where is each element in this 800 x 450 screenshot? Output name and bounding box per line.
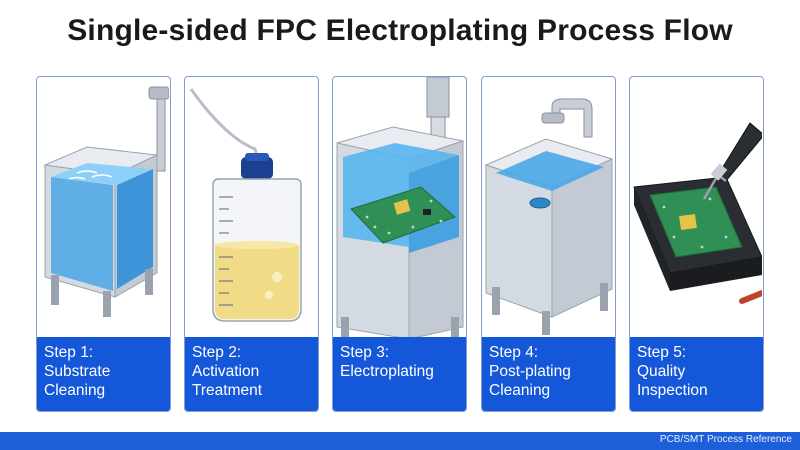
step-3-label: Step 3: bbox=[340, 344, 390, 361]
step-1-caption: Step 1: Substrate Cleaning bbox=[37, 337, 170, 411]
step-1-label: Step 1: bbox=[44, 344, 94, 361]
step-2-card: Step 2: Activation Treatment bbox=[184, 76, 319, 412]
step-5-name-line1: Quality bbox=[637, 363, 686, 380]
step-4-name-line2: Cleaning bbox=[489, 382, 551, 399]
step-4-label: Step 4: bbox=[489, 344, 539, 361]
step-5-name-line2: Inspection bbox=[637, 382, 708, 399]
step-3-caption: Step 3: Electroplating bbox=[333, 337, 466, 411]
inspection-probe-icon bbox=[633, 122, 762, 304]
activation-bottle-icon bbox=[189, 88, 302, 322]
rinse-tank-icon bbox=[43, 86, 169, 317]
step-3-card: Step 3: Electroplating bbox=[332, 76, 467, 412]
step-5-label: Step 5: bbox=[637, 344, 687, 361]
step-2-label: Step 2: bbox=[192, 344, 242, 361]
wash-sink-icon bbox=[484, 98, 614, 335]
plating-bath-icon bbox=[336, 77, 465, 339]
step-5-caption: Step 5: Quality Inspection bbox=[630, 337, 763, 411]
page-title: Single-sided FPC Electroplating Process … bbox=[67, 14, 733, 47]
step-5-card: Step 5: Quality Inspection bbox=[629, 76, 764, 412]
step-4-caption: Step 4: Post-plating Cleaning bbox=[482, 337, 615, 411]
step-1-name-line2: Cleaning bbox=[44, 382, 106, 399]
footer-reference-text: PCB/SMT Process Reference bbox=[659, 434, 792, 445]
step-4-card: Step 4: Post-plating Cleaning bbox=[481, 76, 616, 412]
step-4-name-line1: Post-plating bbox=[489, 363, 571, 380]
step-2-name-line1: Activation bbox=[192, 363, 260, 380]
step-2-name-line2: Treatment bbox=[192, 382, 263, 399]
step-2-caption: Step 2: Activation Treatment bbox=[185, 337, 318, 411]
step-3-name-line1: Electroplating bbox=[340, 363, 434, 380]
step-1-card: Step 1: Substrate Cleaning bbox=[36, 76, 171, 412]
step-1-name-line1: Substrate bbox=[44, 363, 111, 380]
footer-bar: PCB/SMT Process Reference bbox=[0, 432, 800, 450]
